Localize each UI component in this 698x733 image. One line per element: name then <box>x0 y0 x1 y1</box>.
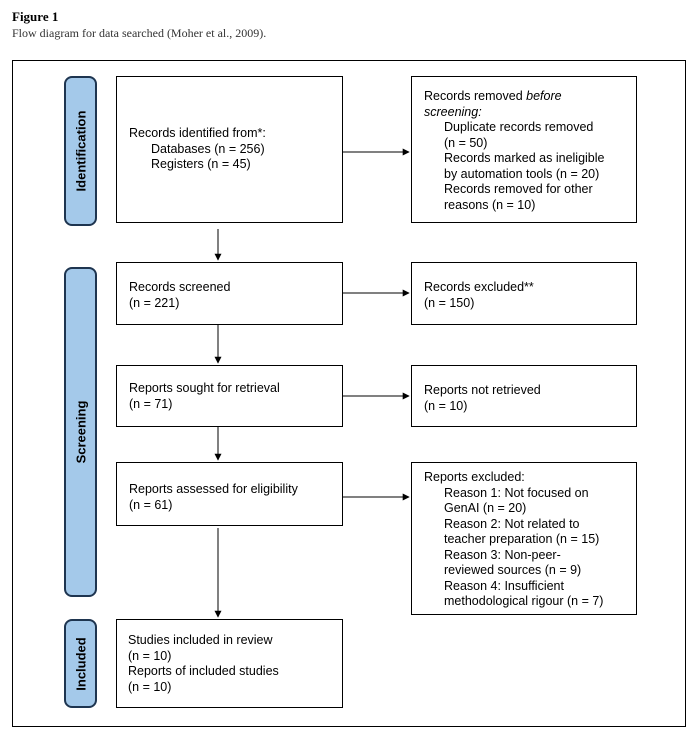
removed-other-reasons-n: reasons (n = 10) <box>444 197 536 212</box>
reason-2-n: teacher preparation (n = 15) <box>444 532 600 546</box>
reports-included-n: (n = 10) <box>128 679 172 694</box>
reason-3: Reason 3: Non-peer- <box>444 547 561 562</box>
reason-4-n: methodological rigour (n = 7) <box>444 594 604 608</box>
records-excluded-n: (n = 150) <box>424 295 475 310</box>
duplicates-removed-n: (n = 50) <box>444 135 488 150</box>
records-identified-databases: Databases (n = 256) <box>151 141 265 156</box>
reason-2: Reason 2: Not related to <box>444 516 580 531</box>
reports-assessed-n: (n = 61) <box>129 497 173 512</box>
records-identified-registers: Registers (n = 45) <box>151 157 251 171</box>
records-excluded-box: Records excluded** (n = 150) <box>411 262 637 325</box>
diagram-frame <box>12 60 686 727</box>
reason-1: Reason 1: Not focused on <box>444 485 589 500</box>
reason-3-n: reviewed sources (n = 9) <box>444 563 582 577</box>
records-removed-box: Records removed before screening: Duplic… <box>411 76 637 223</box>
records-screened-title: Records screened <box>129 280 231 294</box>
removed-other-reasons: Records removed for other <box>444 182 593 196</box>
phase-screening: Screening <box>64 267 97 597</box>
reports-included-title: Reports of included studies <box>128 664 279 678</box>
reports-excluded-title: Reports excluded: <box>424 470 525 484</box>
figure-caption: Flow diagram for data searched (Moher et… <box>12 26 267 40</box>
ineligible-automation: Records marked as ineligible <box>444 151 605 165</box>
records-removed-title: Records removed before <box>424 89 636 105</box>
records-identified-box: Records identified from*: Databases (n =… <box>116 76 343 223</box>
reason-1-n: GenAI (n = 20) <box>444 501 527 515</box>
reason-4: Reason 4: Insufficient <box>444 578 564 593</box>
reports-sought-n: (n = 71) <box>129 396 173 411</box>
phase-identification: Identification <box>64 76 97 226</box>
records-removed-title-em: before <box>526 89 562 103</box>
reports-sought-box: Reports sought for retrieval (n = 71) <box>116 365 343 427</box>
reports-excluded-box: Reports excluded: Reason 1: Not focused … <box>411 462 637 615</box>
duplicates-removed: Duplicate records removed <box>444 120 594 134</box>
phase-included: Included <box>64 619 97 708</box>
reports-not-retrieved-title: Reports not retrieved <box>424 383 541 397</box>
records-identified-title: Records identified from*: <box>129 126 266 140</box>
figure-label: Figure 1 <box>12 9 59 24</box>
records-removed-title-post: screening: <box>424 104 482 119</box>
records-screened-box: Records screened (n = 221) <box>116 262 343 325</box>
reports-assessed-title: Reports assessed for eligibility <box>129 482 298 496</box>
studies-included-n: (n = 10) <box>128 648 172 663</box>
reports-sought-title: Reports sought for retrieval <box>129 381 280 395</box>
studies-included-box: Studies included in review (n = 10) Repo… <box>116 619 343 708</box>
reports-assessed-box: Reports assessed for eligibility (n = 61… <box>116 462 343 526</box>
reports-not-retrieved-box: Reports not retrieved (n = 10) <box>411 365 637 427</box>
reports-not-retrieved-n: (n = 10) <box>424 398 468 413</box>
records-screened-n: (n = 221) <box>129 295 180 310</box>
records-removed-title-pre: Records removed <box>424 89 527 103</box>
ineligible-automation-n: by automation tools (n = 20) <box>444 166 600 181</box>
studies-included-title: Studies included in review <box>128 633 273 647</box>
records-excluded-title: Records excluded** <box>424 280 534 294</box>
